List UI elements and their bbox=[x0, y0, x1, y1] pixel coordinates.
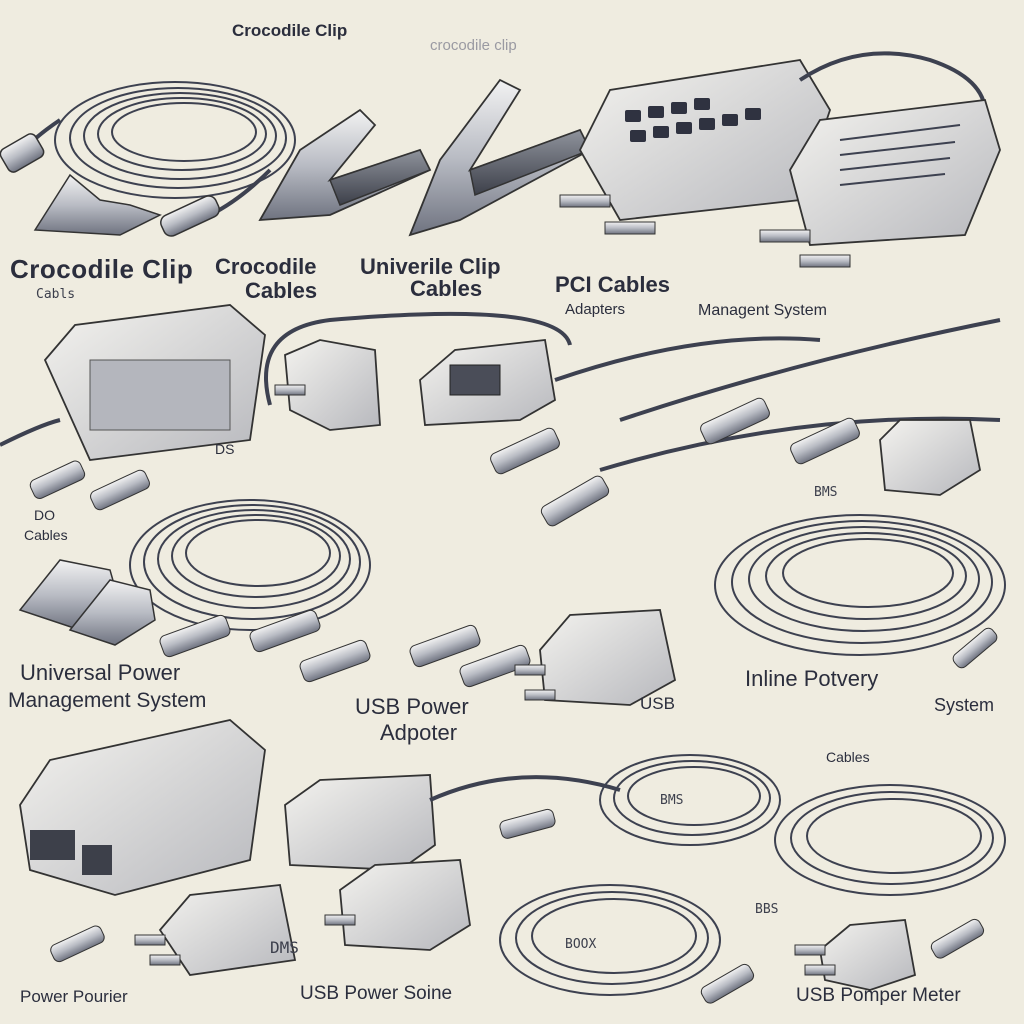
coiled-cable-middle-left bbox=[129, 499, 371, 631]
label-do: DO bbox=[34, 507, 55, 523]
label-usb-power-meter: USB Pomper Meter bbox=[796, 985, 961, 1006]
small-adapter-bottom-center bbox=[284, 774, 621, 871]
label-bms: BMS bbox=[814, 485, 838, 500]
label-universal-power-line1: Universal Power bbox=[20, 660, 181, 685]
label-inline-power-line2: System bbox=[934, 695, 995, 715]
adapter-brick-top-1 bbox=[559, 51, 988, 235]
label-inline-power-line1: Inline Potvery bbox=[745, 666, 879, 691]
power-box-bottom-left bbox=[19, 719, 266, 896]
usb-connector-right bbox=[879, 419, 982, 496]
plug-connector-top-left bbox=[0, 133, 45, 173]
barrel-plug-top-left bbox=[160, 195, 220, 237]
barrel-plugs-bottom bbox=[50, 627, 998, 1004]
power-box-middle-left bbox=[0, 304, 266, 461]
inline-switch-middle bbox=[419, 339, 556, 426]
label-top-center: Crocodile Clip bbox=[232, 21, 348, 40]
two-pin-plug-bottom-left bbox=[134, 884, 297, 976]
label-crocodile-cables-line2: Cables bbox=[245, 278, 318, 303]
label-pci-cables: PCI Cables bbox=[555, 272, 670, 297]
crocodile-clip-1 bbox=[258, 108, 432, 222]
two-pin-plugs-left bbox=[18, 559, 156, 646]
label-universal-clip-line2: Cables bbox=[410, 276, 483, 301]
label-ds: DS bbox=[215, 441, 235, 457]
usb-adapter-plug-center bbox=[514, 609, 677, 706]
label-adapters: Adapters bbox=[565, 301, 626, 318]
label-usb-power-adapter-line2: Adpoter bbox=[380, 720, 458, 745]
crocodile-clip-2 bbox=[408, 78, 592, 237]
small-crocodile-clip-left bbox=[33, 173, 162, 236]
label-usb-power-source: USB Power Soine bbox=[300, 983, 453, 1004]
barrel-plugs-lower-middle bbox=[159, 609, 531, 688]
label-do-cables: Cables bbox=[24, 527, 68, 543]
label-universal-clip-line1: Univerile Clip bbox=[360, 254, 501, 279]
adapter-brick-top-2 bbox=[759, 99, 1001, 268]
label-universal-power-line2: Management System bbox=[8, 689, 207, 712]
wall-plug-middle bbox=[274, 339, 381, 431]
barrel-plugs-middle bbox=[29, 397, 860, 527]
label-cables-small: Cabls bbox=[36, 287, 76, 302]
cables-middle bbox=[264, 311, 1001, 472]
label-small-bms: BMS bbox=[660, 793, 684, 808]
usb-plug-bottom bbox=[324, 859, 471, 951]
coiled-cable-bottom-right bbox=[774, 784, 1006, 896]
label-usb: USB bbox=[640, 694, 675, 713]
label-crocodile-clip: Crocodile Clip bbox=[10, 254, 194, 284]
label-cables-right: Cables bbox=[826, 749, 870, 765]
label-small-bbs: BBS bbox=[755, 902, 779, 917]
label-power-pourier: Power Pourier bbox=[20, 987, 128, 1006]
label-small-dms: DMS bbox=[270, 938, 299, 957]
label-management-system: Managent System bbox=[698, 302, 827, 319]
coiled-cable-middle-right bbox=[714, 514, 1006, 656]
label-crocodile-cables-line1: Crocodile bbox=[215, 254, 317, 279]
two-pin-plug-bottom-right bbox=[794, 919, 917, 991]
label-usb-power-adapter-line1: USB Power bbox=[355, 694, 469, 719]
coiled-cable-bottom-center bbox=[499, 754, 781, 996]
label-top-faint: crocodile clip bbox=[430, 37, 517, 54]
label-small-boox: BOOX bbox=[565, 937, 597, 952]
